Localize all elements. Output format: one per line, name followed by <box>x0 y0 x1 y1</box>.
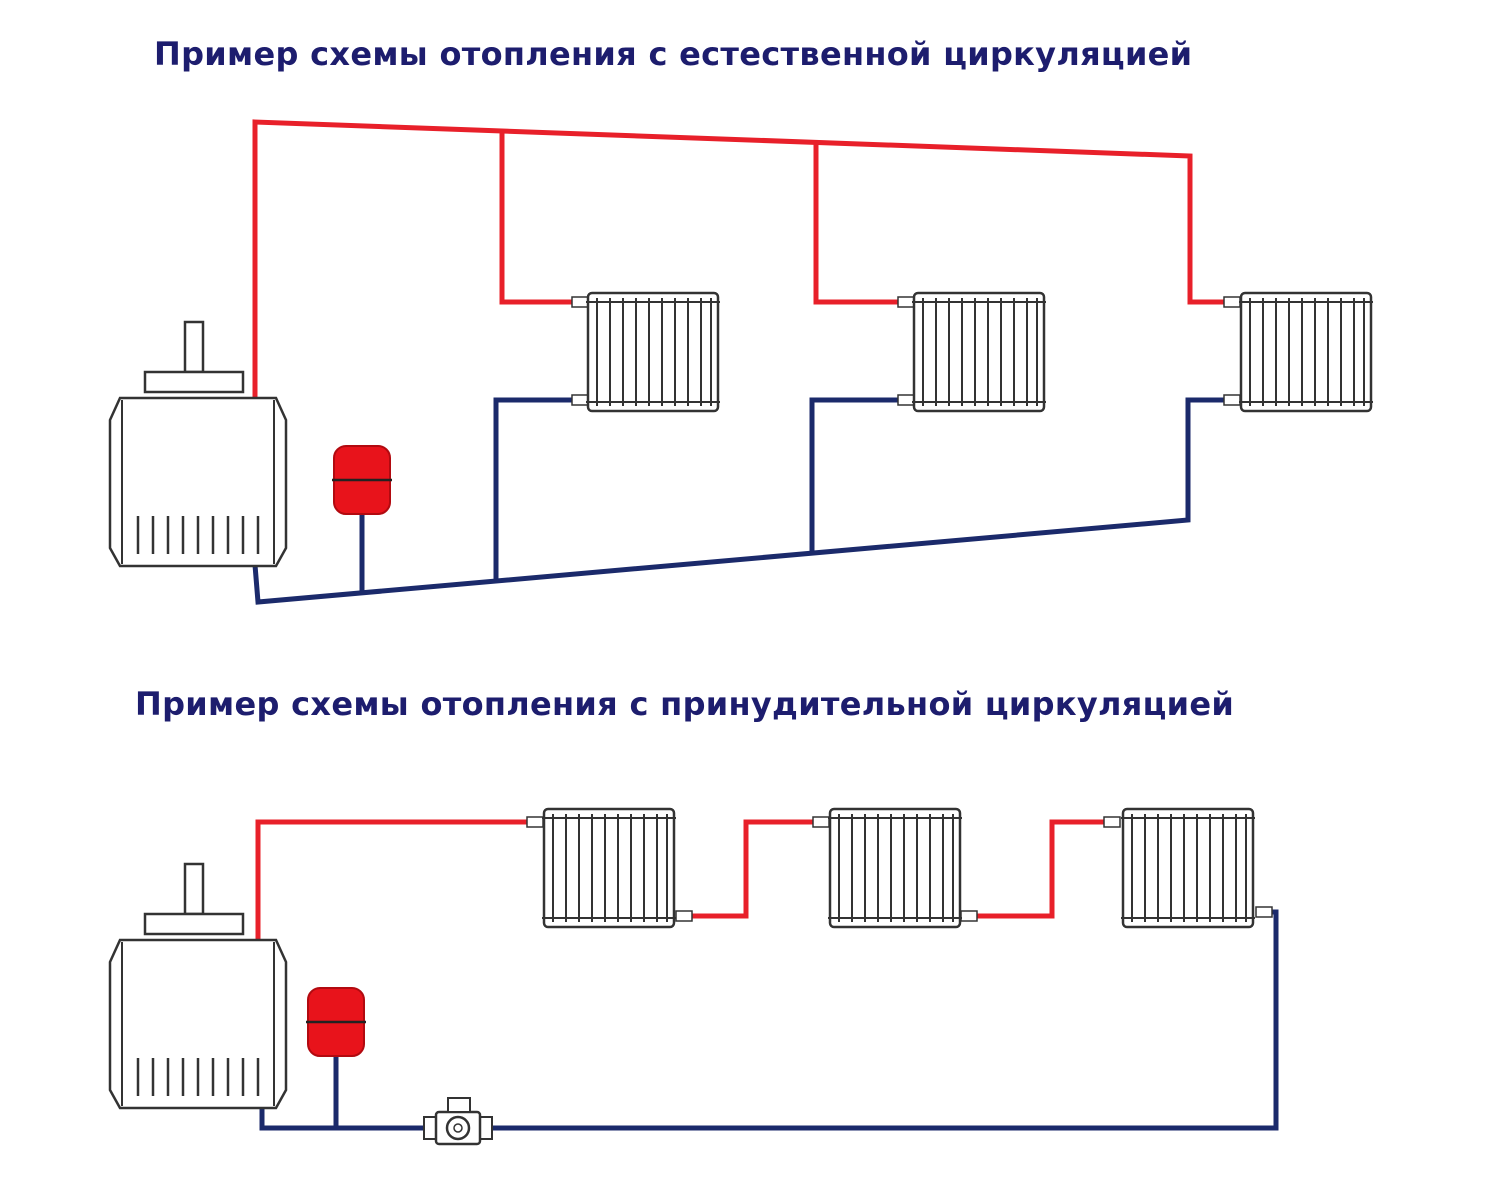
circulation-pump-icon <box>423 1097 493 1146</box>
forced-circulation-title: Пример схемы отопления с принудительной … <box>135 685 1235 723</box>
supply-pipes-forced <box>255 819 1110 945</box>
return-pipes-natural <box>252 397 1230 605</box>
return-pipes-forced <box>259 909 1279 1131</box>
radiator-icon <box>584 291 722 413</box>
radiator-icon <box>1237 291 1375 413</box>
boiler-icon <box>108 320 288 568</box>
radiator-icon <box>540 807 678 929</box>
expansion-tank-icon <box>332 444 392 516</box>
radiator-icon <box>1119 807 1257 929</box>
supply-pipes-natural <box>252 119 1230 400</box>
forced-circulation-scheme <box>108 807 1279 1146</box>
radiator-icon <box>826 807 964 929</box>
natural-circulation-scheme <box>108 119 1375 605</box>
natural-circulation-title: Пример схемы отопления с естественной ци… <box>154 35 1193 73</box>
radiator-icon <box>910 291 1048 413</box>
expansion-tank-icon <box>306 986 366 1058</box>
